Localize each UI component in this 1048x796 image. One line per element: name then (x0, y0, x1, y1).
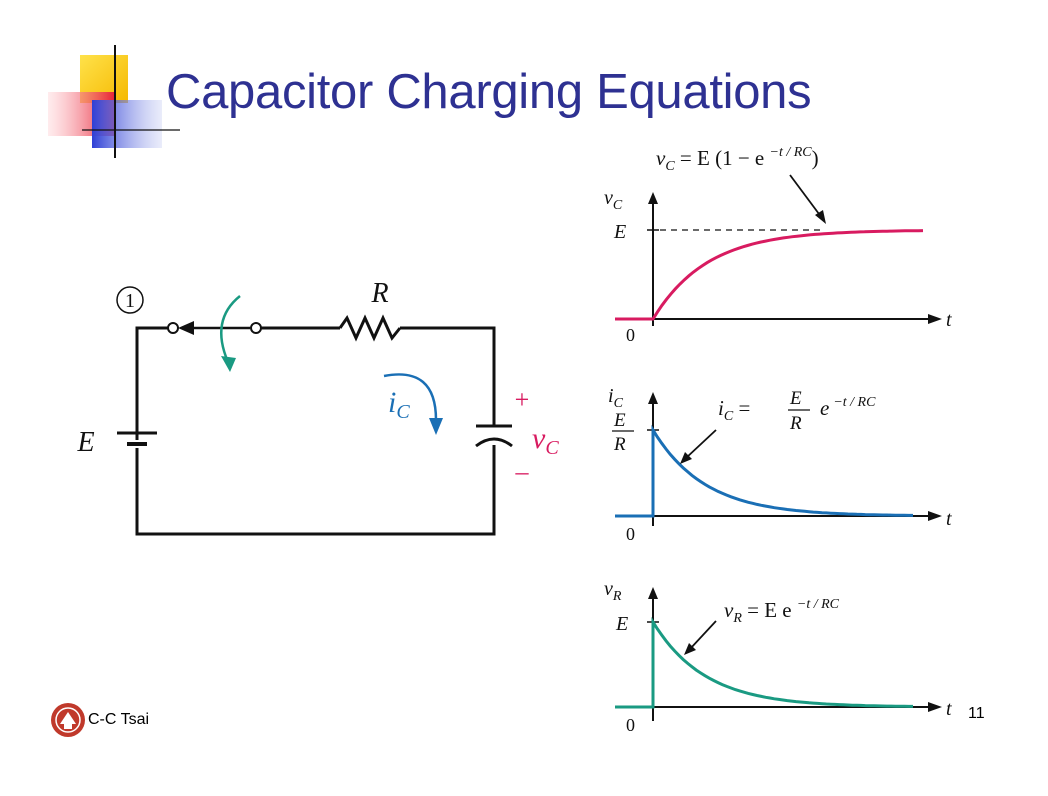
node-label: 1 (125, 290, 135, 312)
vr-equation: vR = E e −t / RC (724, 597, 840, 626)
cap-plus-sign: + (515, 385, 530, 414)
battery (117, 431, 157, 446)
ic-eq-frac-den: R (789, 413, 802, 434)
title-decoration (48, 45, 180, 158)
vr-pointer-head (684, 643, 696, 655)
vr-level-label: E (615, 613, 628, 635)
resistor-zigzag (338, 314, 402, 342)
university-seal-icon (51, 703, 85, 737)
cap-minus-sign: – (515, 457, 530, 486)
circuit-wire-bottom (135, 445, 496, 536)
vr-x-label: t (946, 698, 952, 720)
current-arrowhead (429, 418, 443, 435)
vr-curve (615, 616, 913, 709)
vc-level-label: E (613, 221, 626, 243)
vr-y-label: vR (604, 578, 622, 604)
vc-pointer-line (789, 174, 823, 219)
source-label: E (76, 427, 94, 458)
switch-arrowhead (178, 321, 194, 335)
ic-y-arrow (648, 392, 658, 404)
vc-graph: vC = E (1 − e −t / RC) vC E 0 t (604, 145, 952, 345)
resistor-label: R (370, 278, 388, 309)
switch-terminal-right (250, 322, 262, 334)
page-title: Capacitor Charging Equations (166, 65, 812, 119)
ic-pointer-head (680, 452, 692, 464)
vc-y-label: vC (604, 187, 623, 213)
vr-x-arrow (928, 702, 942, 712)
vr-pointer-line (689, 620, 717, 650)
capacitor (475, 424, 513, 448)
ic-graph: iC E R iC = E R e−t / RC 0 t (608, 385, 952, 544)
switch-terminal-left (167, 322, 179, 334)
switch-closing-arrow (220, 295, 241, 363)
circuit-wire-left-top (135, 326, 170, 440)
switch-closing-arrowhead (221, 356, 236, 372)
current-arrow (383, 373, 438, 421)
ic-equation: iC = (718, 396, 750, 424)
ic-origin-label: 0 (626, 524, 635, 544)
vr-y-arrow (648, 587, 658, 599)
ic-eq-frac-num: E (789, 388, 802, 409)
vc-x-arrow (928, 314, 942, 324)
vc-equation: vC = E (1 − e −t / RC) (656, 145, 819, 174)
vc-origin-label: 0 (626, 325, 635, 345)
ic-x-label: t (946, 508, 952, 530)
ic-level-den: R (613, 434, 626, 455)
cap-voltage-label: vC (532, 422, 559, 459)
current-label: iC (388, 386, 410, 423)
ic-x-arrow (928, 511, 942, 521)
vc-curve (615, 229, 924, 321)
node-marker (116, 286, 144, 314)
vc-pointer-head (815, 210, 826, 224)
ic-eq-exp: e−t / RC (820, 395, 876, 420)
vc-y-arrow (648, 192, 658, 204)
circuit-wire-right (400, 326, 496, 425)
circuit-diagram: 1 R E iC + vC – (76, 278, 559, 536)
deco-blue-block (92, 100, 162, 148)
vc-x-label: t (946, 309, 952, 331)
page-number: 11 (968, 705, 985, 722)
author-label: C-C Tsai (88, 711, 150, 728)
ic-curve (615, 424, 913, 518)
ic-y-label: iC (608, 385, 624, 411)
vr-origin-label: 0 (626, 715, 635, 735)
ic-pointer-line (685, 429, 717, 459)
ic-level-num: E (613, 410, 626, 431)
vr-graph: vR E vR = E e −t / RC 0 t (604, 578, 952, 735)
